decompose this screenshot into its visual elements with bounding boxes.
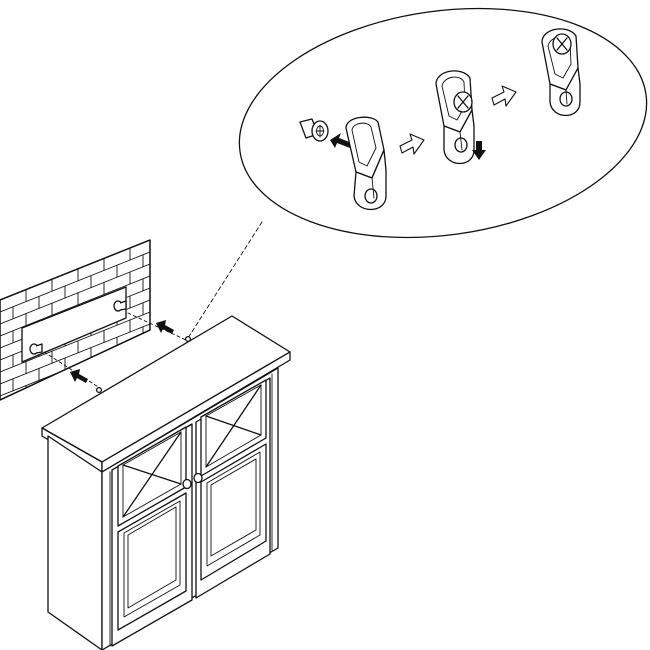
step-slide-down — [435, 70, 486, 164]
hollow-arrow-icon — [399, 133, 425, 155]
detail-callout — [187, 7, 648, 339]
cabinet-side — [47, 435, 103, 650]
wall-screw-icon — [29, 343, 43, 355]
right-door — [195, 377, 271, 599]
cabinet-icon — [41, 315, 291, 650]
step-locked — [541, 28, 581, 116]
brick-course-line — [0, 323, 150, 385]
solid-arrow-icon — [156, 320, 174, 334]
keyhole-hanger-icon — [345, 116, 387, 210]
brick-course-line — [0, 311, 150, 373]
solid-arrow-icon — [330, 133, 352, 148]
knob-icon — [182, 478, 192, 490]
mounting-area — [21, 286, 127, 363]
hollow-arrow-icon — [491, 85, 517, 107]
wall-screw-icon — [299, 118, 329, 142]
wall-screw-icon — [453, 91, 473, 113]
brick-wall-icon — [0, 239, 151, 401]
solid-arrow-icon — [70, 369, 88, 383]
mounting-guides — [43, 312, 187, 389]
callout-leader-line — [187, 221, 263, 339]
brick-course-line — [0, 275, 150, 337]
step-insert-screw — [299, 116, 387, 210]
callout-ellipse — [238, 7, 648, 239]
right-raised-panel — [200, 443, 267, 581]
brick-course-line — [0, 263, 150, 325]
keyhole-hanger-icon — [435, 70, 475, 164]
brick-course-line — [0, 251, 150, 313]
solid-arrow-icon — [472, 141, 486, 160]
wall-screw-icon — [552, 33, 572, 55]
left-raised-panel — [117, 492, 187, 631]
right-glass-panel — [200, 379, 267, 477]
knob-icon — [193, 472, 203, 484]
wall-screw-icon — [113, 300, 127, 312]
left-door — [111, 423, 193, 647]
